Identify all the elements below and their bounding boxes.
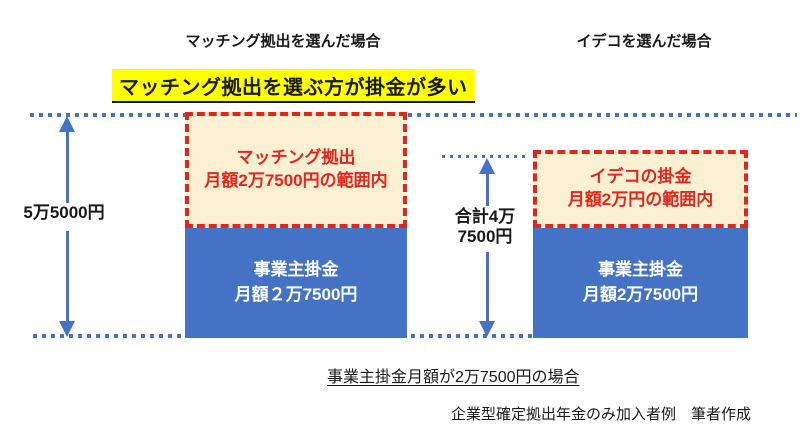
right-employer-line2: 月額2万7500円 — [582, 285, 699, 304]
ideco-total-dotted-line — [442, 155, 530, 158]
left-column-header: マッチング拠出を選んだ場合 — [185, 33, 381, 50]
right-column-header: イデコを選んだ場合 — [576, 33, 712, 50]
left-employer-contribution-box: 事業主掛金 月額２万7500円 — [185, 228, 407, 338]
right-employer-contribution-box: 事業主掛金 月額2万7500円 — [533, 228, 748, 338]
left-employer-line1: 事業主掛金 — [253, 260, 339, 280]
matching-range-line1: マッチング拠出 — [236, 148, 356, 168]
ideco-range-line1: イデコの掛金 — [589, 167, 692, 187]
right-employer-line1: 事業主掛金 — [598, 260, 683, 280]
left-total-label: 5万5000円 — [23, 203, 105, 222]
right-arrow-up-head-icon — [479, 158, 495, 174]
right-total-label-line1: 合計4万 — [454, 207, 516, 226]
right-total-label: 合計4万 7500円 — [455, 207, 515, 248]
right-total-label-line2: 7500円 — [457, 227, 513, 247]
matching-range-line2: 月額2万7500円の範囲内 — [204, 171, 388, 190]
right-arrow-down-head-icon — [479, 321, 495, 337]
source-credit: 企業型確定拠出年金のみ加入者例 筆者作成 — [451, 406, 752, 423]
matching-contribution-range-box: マッチング拠出 月額2万7500円の範囲内 — [185, 112, 407, 228]
left-arrow-up-head-icon — [59, 116, 75, 132]
main-title-highlight: マッチング拠出を選ぶ方が掛金が多い — [112, 69, 475, 103]
top-limit-dotted-line — [30, 113, 797, 117]
left-employer-line2: 月額２万7500円 — [234, 285, 358, 304]
case-caption: 事業主掛金月額が2万7500円の場合 — [327, 369, 580, 386]
ideco-contribution-range-box: イデコの掛金 月額2万円の範囲内 — [533, 150, 748, 228]
right-arrow-down-shaft — [486, 252, 489, 322]
left-arrow-down-shaft — [66, 231, 69, 322]
left-arrow-up-shaft — [66, 130, 69, 203]
ideco-range-line2: 月額2万円の範囲内 — [567, 190, 714, 209]
left-arrow-down-head-icon — [59, 321, 75, 337]
right-arrow-up-shaft — [486, 172, 489, 206]
